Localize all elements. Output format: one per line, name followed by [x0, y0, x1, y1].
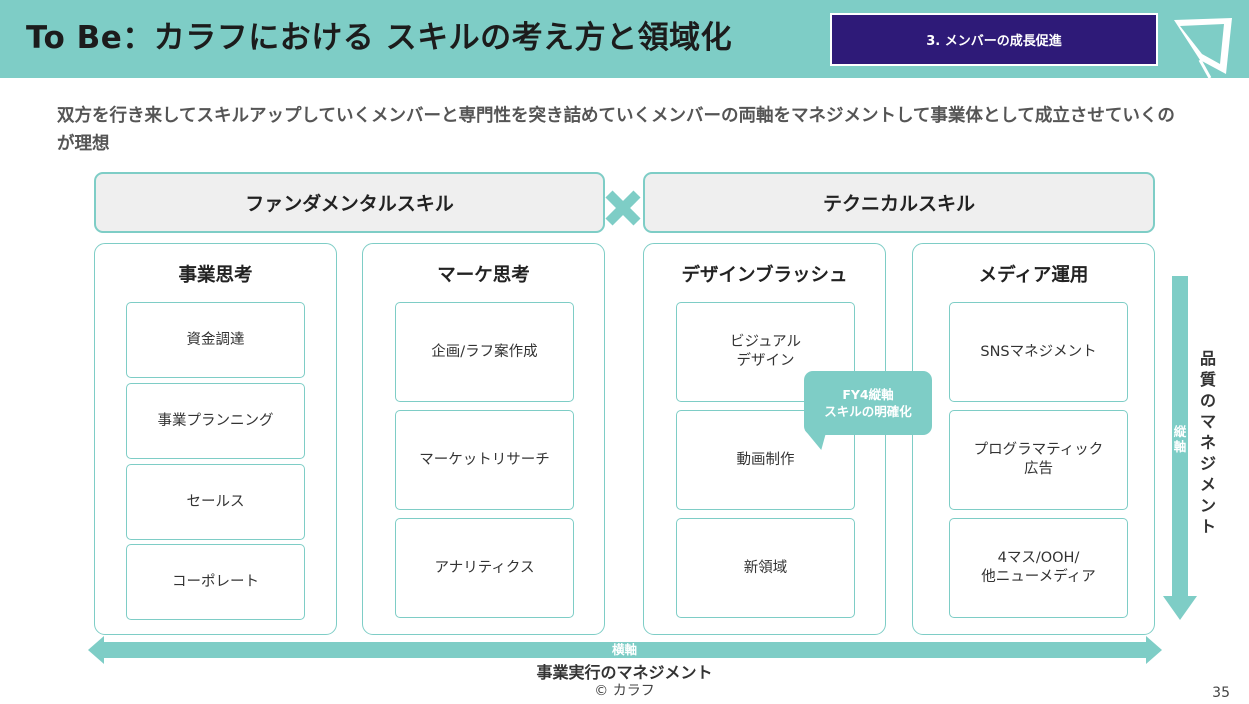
skill-item: 4マス/OOH/ 他ニューメディア	[949, 518, 1128, 618]
quality-management-label: 品質のマネジメント	[1199, 349, 1216, 536]
column-business-thinking: 事業思考 資金調達 事業プランニング セールス コーポレート	[94, 243, 337, 635]
page-number: 35	[1212, 685, 1230, 701]
column-title: メディア運用	[978, 265, 1089, 286]
skill-item: ビジュアル デザイン	[676, 302, 855, 402]
lead-text: 双方を行き来してスキルアップしていくメンバーと専門性を突き詰めていくメンバーの両…	[57, 106, 1175, 154]
skill-item: 新領域	[676, 518, 855, 618]
skill-item: マーケットリサーチ	[395, 410, 574, 510]
column-title: 事業思考	[178, 265, 253, 286]
column-title: マーケ思考	[437, 265, 530, 286]
skill-item: SNSマネジメント	[949, 302, 1128, 402]
skill-item: プログラマティック 広告	[949, 410, 1128, 510]
execution-management-label: 事業実行のマネジメント	[536, 663, 713, 682]
vertical-axis-label: 縦軸	[1173, 424, 1187, 454]
skill-item: コーポレート	[126, 544, 305, 620]
column-marketing-thinking: マーケ思考 企画/ラフ案作成 マーケットリサーチ アナリティクス	[362, 243, 605, 635]
column-design-brush: デザインブラッシュ ビジュアル デザイン 動画制作 新領域	[643, 243, 886, 635]
column-title: デザインブラッシュ	[681, 265, 848, 286]
skill-item: 事業プランニング	[126, 383, 305, 459]
horizontal-axis-arrow	[88, 636, 1162, 664]
vertical-axis-arrow	[1163, 276, 1197, 620]
slide-title: To Be：カラフにおける スキルの考え方と領域化	[26, 20, 733, 56]
paper-plane-logo-icon	[1174, 18, 1232, 78]
section-badge: 3. メンバーの成長促進	[830, 13, 1158, 66]
skill-item: セールス	[126, 464, 305, 540]
skill-item: 資金調達	[126, 302, 305, 378]
horizontal-axis-label: 横軸	[611, 642, 637, 657]
fy4-callout: FY4縦軸 スキルの明確化	[804, 371, 932, 435]
skill-item: 企画/ラフ案作成	[395, 302, 574, 402]
fundamental-skill-box: ファンダメンタルスキル	[94, 172, 605, 233]
skill-item: アナリティクス	[395, 518, 574, 618]
copyright: © カラフ	[594, 683, 655, 699]
column-media-operation: メディア運用 SNSマネジメント プログラマティック 広告 4マス/OOH/ 他…	[912, 243, 1155, 635]
technical-skill-box: テクニカルスキル	[643, 172, 1155, 233]
cross-icon	[605, 190, 641, 226]
